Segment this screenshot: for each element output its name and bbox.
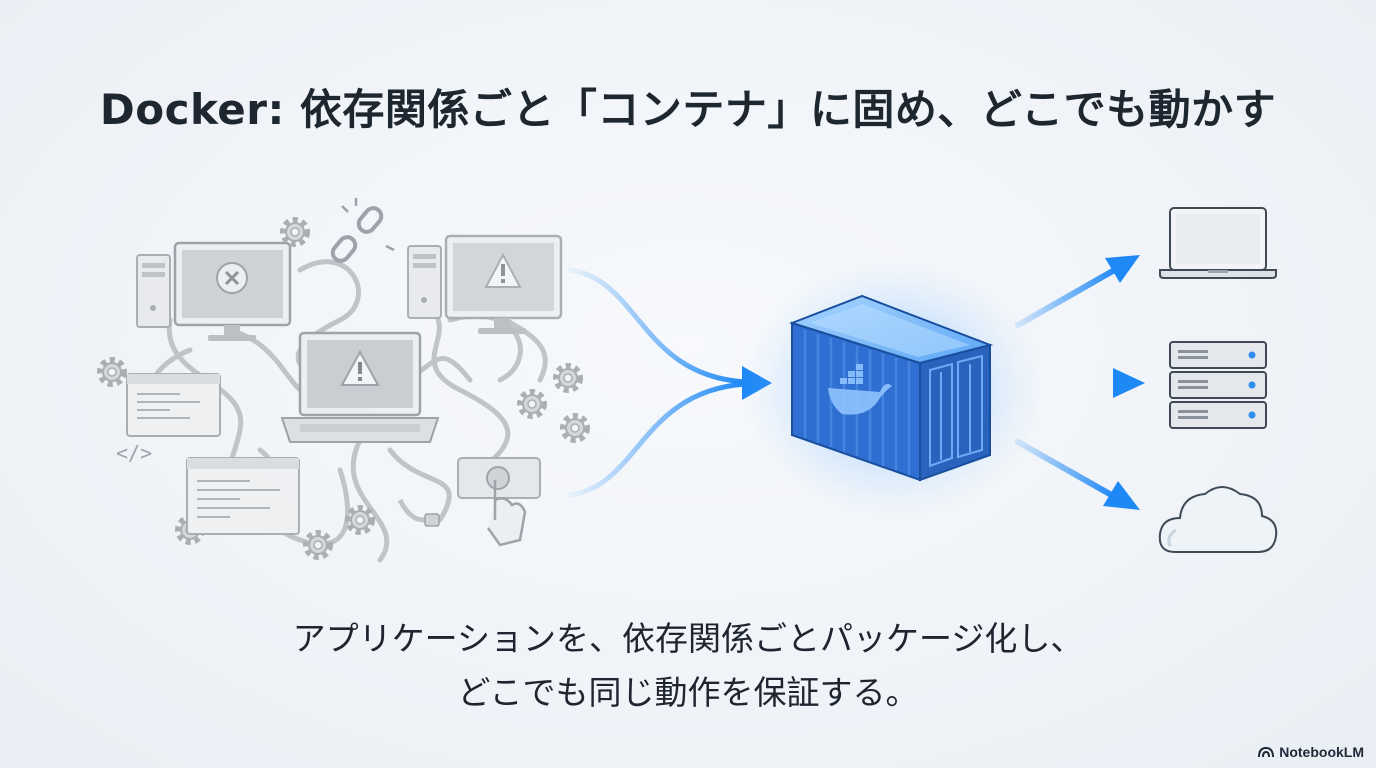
gear-icon (563, 416, 587, 440)
cloud-icon (1158, 486, 1278, 553)
monitor-warning-icon (444, 234, 563, 334)
gear-icon (520, 392, 544, 416)
arrowhead-laptop (1105, 255, 1140, 283)
broken-link-icon (330, 198, 395, 263)
docker-container-icon (742, 258, 1042, 518)
notebooklm-logo-icon (1258, 746, 1275, 758)
code-window-icon (186, 457, 300, 535)
server-rack-icon (1169, 341, 1267, 429)
output-flow-cloud (1015, 439, 1118, 500)
summary-text: アプリケーションを、依存関係ごとパッケージ化し、 どこでも同じ動作を保証する。 (0, 612, 1376, 720)
brand-label: NotebookLM (1279, 744, 1364, 760)
gear-icon (306, 533, 330, 557)
server-tower-icon (407, 245, 442, 319)
input-flow-top (567, 267, 748, 385)
arrowhead-cloud (1103, 481, 1140, 510)
distribute-arrows (1012, 255, 1145, 510)
arrowhead-server (1113, 368, 1145, 398)
gear-icon (556, 366, 580, 390)
laptop-warning-icon (280, 331, 440, 443)
code-brackets-icon: </> (116, 441, 152, 465)
laptop-icon (1159, 207, 1277, 279)
gear-icon (100, 360, 124, 384)
gear-icon (283, 220, 307, 244)
gear-icon (348, 508, 372, 532)
converge-arrows (567, 267, 748, 498)
server-tower-icon (136, 254, 171, 328)
page-title: Docker: 依存関係ごと「コンテナ」に固め、どこでも動かす (99, 85, 1277, 134)
input-flow-bottom (567, 381, 748, 498)
brand-mark: NotebookLM (1258, 744, 1364, 760)
touch-click-icon (457, 457, 541, 547)
monitor-error-icon (173, 241, 292, 341)
docker-whale-icon (828, 364, 892, 415)
code-window-icon (126, 373, 221, 437)
summary-line-2: どこでも同じ動作を保証する。 (457, 673, 919, 712)
summary-line-1: アプリケーションを、依存関係ごとパッケージ化し、 (292, 619, 1084, 658)
usb-cable-icon (397, 498, 440, 527)
output-flow-laptop (1015, 265, 1121, 328)
dependency-chaos-group: </> (100, 198, 587, 563)
